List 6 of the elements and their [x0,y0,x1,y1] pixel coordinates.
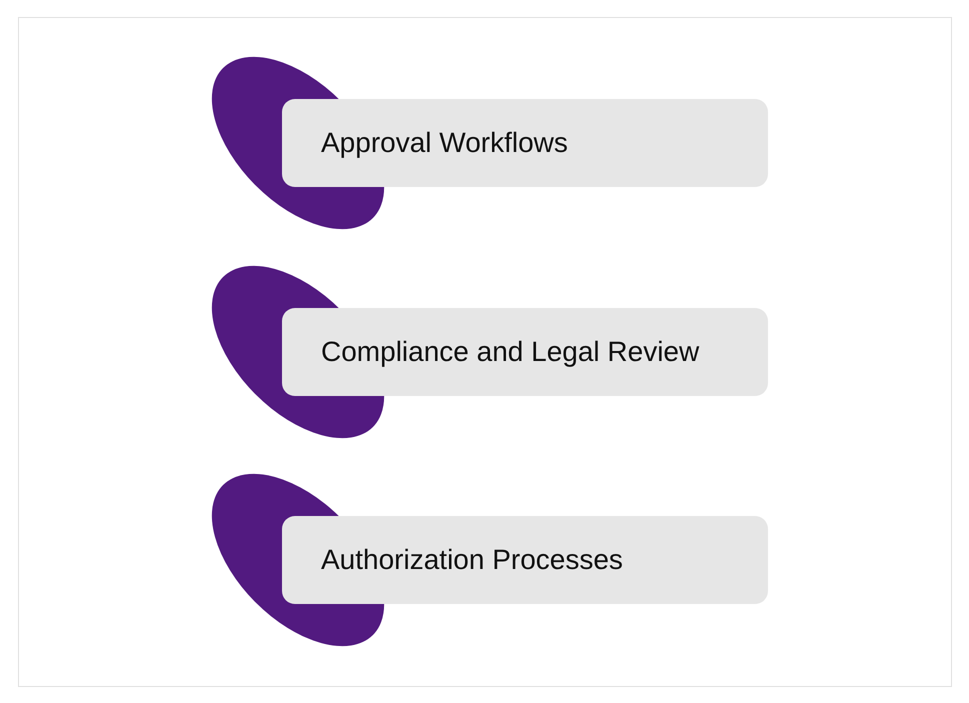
label-box [282,99,768,187]
label-box [282,516,768,604]
node-label: Authorization Processes [321,544,623,576]
node-label: Compliance and Legal Review [321,336,700,368]
node-label: Approval Workflows [321,127,568,159]
label-box [282,308,768,396]
